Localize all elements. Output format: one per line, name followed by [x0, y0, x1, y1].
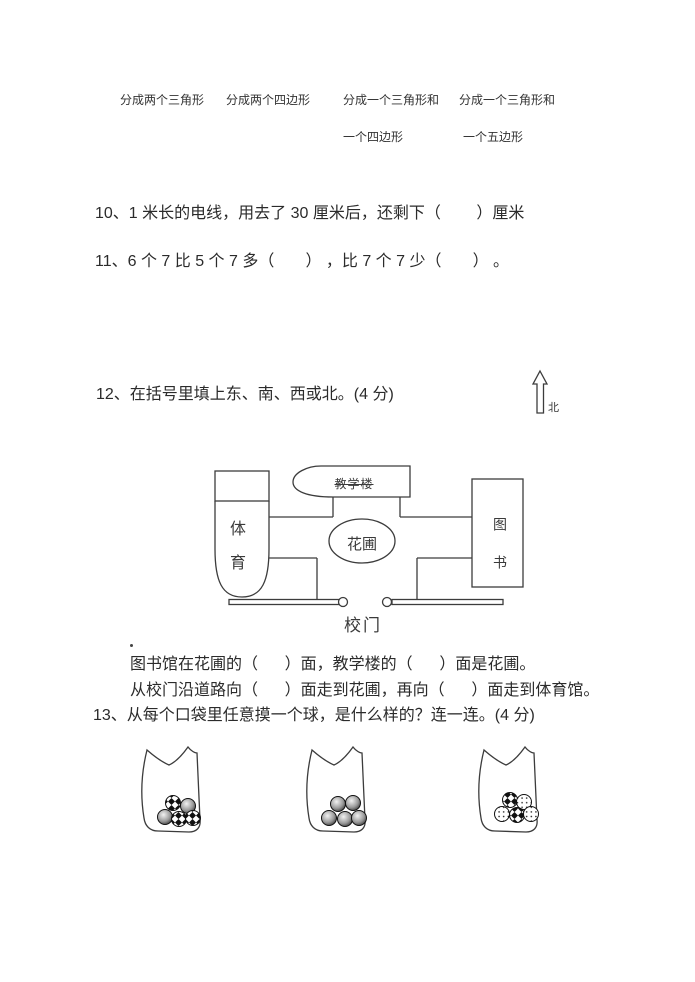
caption-two-triangles: 分成两个三角形 [120, 93, 205, 107]
ball-checkered [502, 792, 518, 808]
caption-tri-and-a: 分成一个三角形和 [343, 93, 440, 107]
ball-dotted [523, 806, 539, 822]
ball-dotted [494, 806, 510, 822]
question-11: 11、6 个 7 比 5 个 7 多（ ） ，比 7 个 7 少（ ） 。 [95, 253, 510, 270]
flower-bed-label: 花圃 [346, 536, 377, 553]
ball-checkered [185, 810, 201, 826]
ball-gray [180, 798, 196, 814]
caption-two-quads: 分成两个四边形 [226, 93, 311, 107]
ball-gray [157, 809, 173, 825]
gym-roof-shape [214, 470, 270, 502]
question-12: 12、在括号里填上东、南、西或北。(4 分) [96, 386, 394, 403]
ball-checkered [165, 795, 181, 811]
gate-post-left [337, 596, 349, 608]
question-10: 10、1 米长的电线，用去了 30 厘米后，还剩下（ ）厘米 [95, 205, 525, 222]
bag-outline [306, 745, 366, 833]
map-fill-line-1: 图书馆在花圃的（ ）面，教学楼的（ ）面是花圃。 [130, 656, 536, 673]
caption-one-quad: 一个四边形 [343, 130, 404, 144]
compass-north-label: 北 [548, 402, 559, 414]
ball-gray [345, 795, 361, 811]
bag-outline [141, 745, 201, 833]
question-13: 13、从每个口袋里任意摸一个球，是什么样的？连一连。(4 分) [93, 707, 535, 724]
ball-checkered [171, 811, 187, 827]
caption-one-pentagon: 一个五边形 [463, 130, 524, 144]
ball-dotted [516, 794, 532, 810]
teaching-building-label: 教学楼 [334, 477, 374, 491]
bag3-balls [494, 792, 539, 823]
upper-path-lines [269, 497, 472, 518]
map-fill-line-2: 从校门沿道路向（ ）面走到花圃，再向（ ）面走到体育馆。 [130, 682, 600, 699]
gate-post-right [381, 596, 393, 608]
library-label: 图书 [492, 517, 508, 593]
gate-bar-right [391, 598, 504, 606]
ball-gray [330, 796, 346, 812]
compass-north-icon [531, 369, 549, 414]
bags-figure [141, 745, 539, 833]
gym-label: 体育 [227, 520, 244, 588]
ball-gray [351, 810, 367, 826]
ball-gray [321, 810, 337, 826]
lower-path-lines [269, 557, 472, 600]
ball-checkered [509, 807, 525, 823]
bag1-balls [157, 795, 201, 827]
bag2-balls [321, 795, 367, 827]
school-gate-label: 校门 [344, 616, 382, 635]
gate-bar-left [228, 598, 340, 606]
ball-gray [337, 811, 353, 827]
caption-tri-and-b: 分成一个三角形和 [459, 93, 556, 107]
stray-mark [130, 644, 133, 647]
bag-outline [478, 745, 538, 833]
